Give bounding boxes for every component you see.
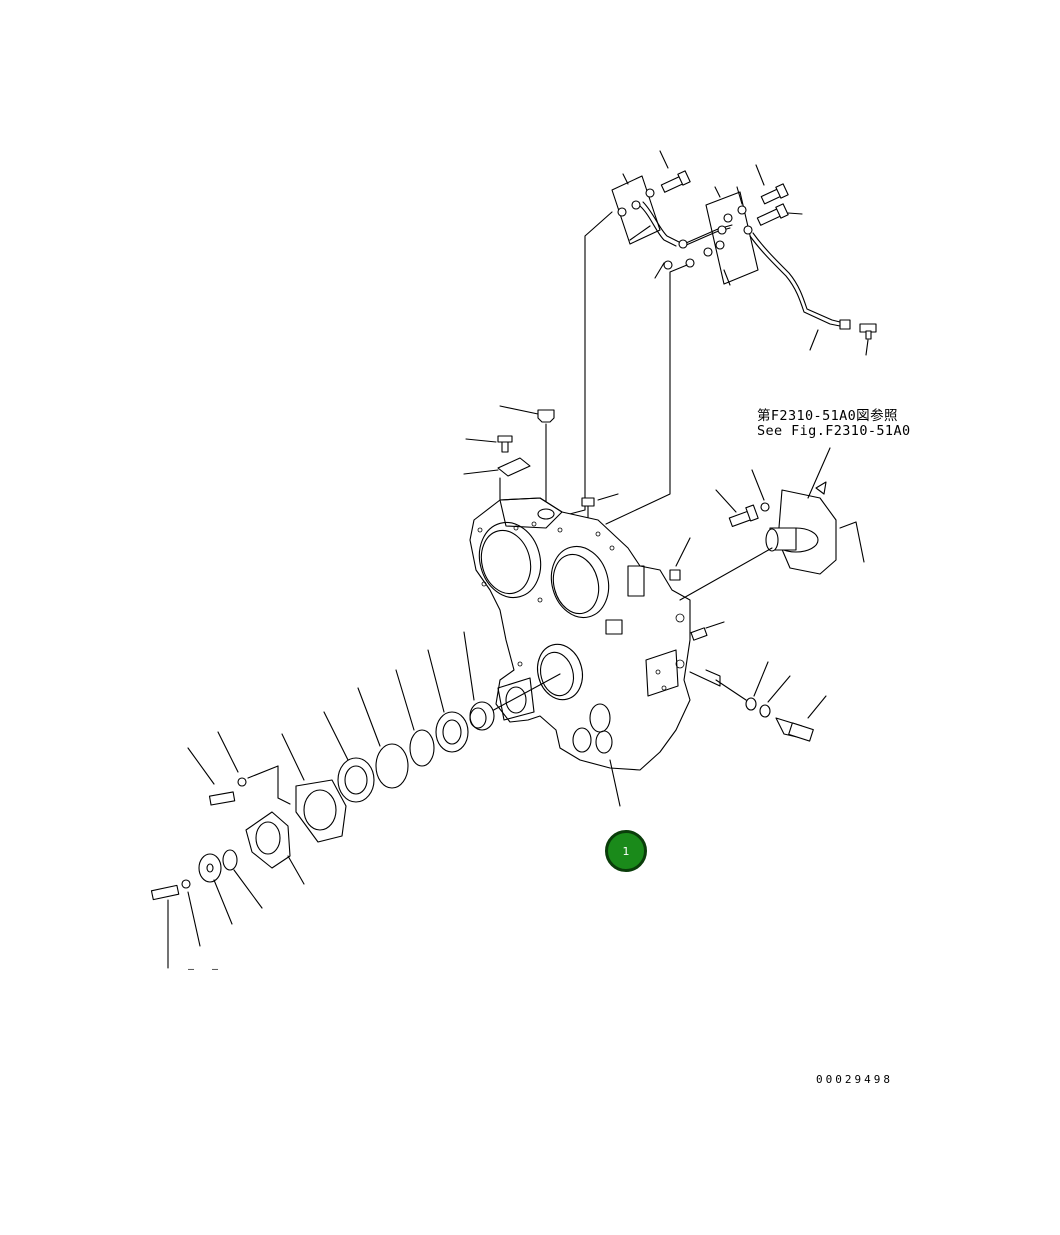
dash-marks: – – [188,964,225,975]
part-callout-label: 1 [622,844,630,858]
part-callout-1[interactable]: 1 [605,830,647,872]
left-exploded-bearing-stack [150,631,561,969]
illustration-number: 00029498 [816,1073,893,1086]
reference-note-japanese: 第F2310-51A0図参照 [757,408,898,424]
pipe-fitting-assembly [611,150,877,356]
top-plugs-and-cover [463,405,619,531]
reference-note-english: See Fig.F2310-51A0 [757,423,911,439]
output-flange-assembly [669,447,865,641]
transmission-case-housing [469,497,691,807]
sensor-and-o-rings [689,661,827,742]
